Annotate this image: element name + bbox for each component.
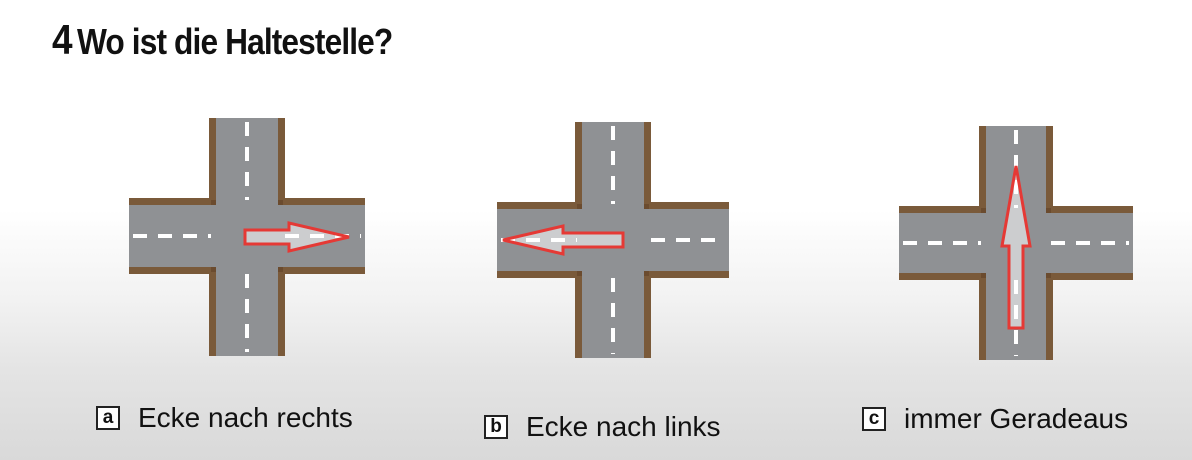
intersection-b [497,122,729,358]
question-number: 4 [52,16,73,63]
option-a-label: Ecke nach rechts [138,402,353,433]
option-b-label: Ecke nach links [526,411,721,442]
intersection-a [129,118,365,356]
option-a-checkbox[interactable]: a [96,406,120,430]
option-b[interactable]: b Ecke nach links [484,411,721,443]
arrow-left-icon [502,224,625,256]
arrow-up-icon [1000,165,1032,330]
option-b-checkbox[interactable]: b [484,415,508,439]
option-c[interactable]: c immer Geradeaus [862,403,1128,435]
question-text: Wo ist die Haltestelle? [76,21,393,62]
option-c-label: immer Geradeaus [904,403,1129,434]
intersection-c [899,126,1133,360]
arrow-right-icon [243,221,350,253]
option-a[interactable]: a Ecke nach rechts [96,402,353,434]
option-c-checkbox[interactable]: c [862,407,886,431]
